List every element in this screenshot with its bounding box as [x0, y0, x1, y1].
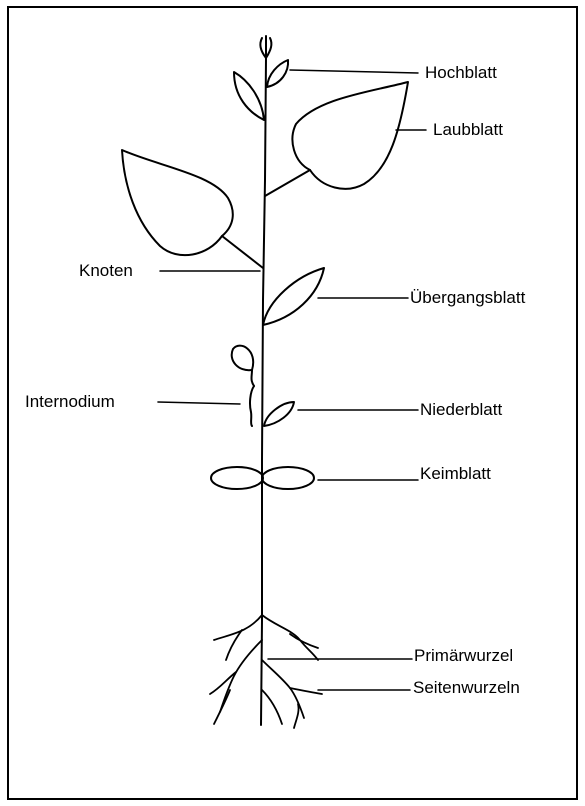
shoot-tip	[260, 36, 271, 58]
uebergangsblatt-leaf	[263, 268, 324, 325]
label-primaerwurzel: Primärwurzel	[414, 646, 513, 666]
niederblatt-leaf	[264, 402, 294, 426]
label-uebergangsblatt: Übergangsblatt	[410, 288, 525, 308]
laubblatt-left-blade	[122, 150, 233, 255]
label-hochblatt: Hochblatt	[425, 63, 497, 83]
laubblatt-right	[265, 170, 310, 196]
internodium-leaf	[232, 346, 254, 371]
internodium-tendril	[252, 370, 255, 386]
keimblatt-right	[262, 467, 314, 489]
leader-lines	[158, 70, 426, 690]
label-seitenwurzeln: Seitenwurzeln	[413, 678, 520, 698]
laubblatt-right-blade	[292, 82, 408, 189]
hochblatt-leaf	[267, 60, 288, 87]
label-laubblatt: Laubblatt	[433, 120, 503, 140]
roots	[210, 615, 322, 728]
top-left-leaf	[234, 72, 264, 120]
leader-internodium	[158, 402, 240, 404]
label-keimblatt: Keimblatt	[420, 464, 491, 484]
label-internodium: Internodium	[25, 392, 115, 412]
stem	[261, 58, 266, 725]
label-knoten: Knoten	[79, 261, 133, 281]
label-niederblatt: Niederblatt	[420, 400, 502, 420]
keimblatt-left	[211, 467, 263, 489]
leader-hochblatt	[290, 70, 418, 73]
internodium-bracket	[250, 386, 254, 426]
laubblatt-left	[222, 236, 263, 268]
